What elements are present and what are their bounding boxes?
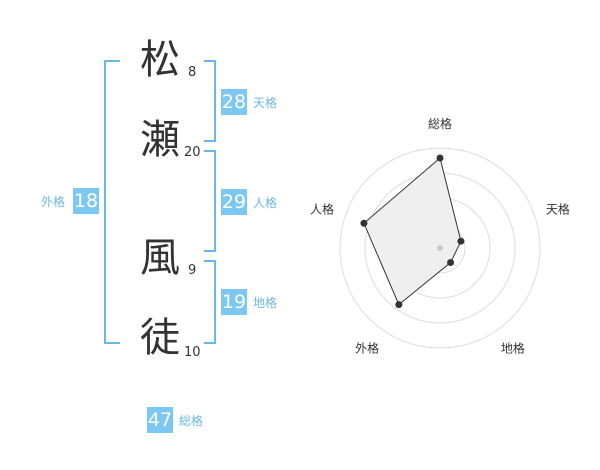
stroke-count-2: 20 [184,145,201,160]
jinkaku-label: 人格 [253,196,278,210]
radar-axis-label: 人格 [310,202,334,217]
stroke-count-1: 8 [188,65,197,80]
radar-axis-label: 総格 [428,116,452,131]
radar-area [363,157,462,306]
chikaku-bracket [204,260,216,344]
radar-points [360,154,465,309]
stroke-count-3: 9 [188,263,197,278]
chikaku-label: 地格 [253,296,278,310]
soukaku-value: 47 [147,407,173,433]
name-char-4: 徒 [140,315,180,361]
radar-point [457,237,465,245]
stroke-count-4: 10 [184,345,201,360]
name-char-2: 瀬 [140,117,180,163]
soukaku-label: 総格 [179,414,204,428]
tenkaku-bracket [204,60,216,142]
name-char-3: 風 [140,235,180,281]
gaikaku-bracket [104,60,120,344]
radar-axis-label: 外格 [355,340,379,355]
jinkaku-value: 29 [221,189,247,215]
radar-point [436,154,444,162]
jinkaku-bracket [204,150,216,252]
radar-center [437,245,443,251]
tenkaku-label: 天格 [253,96,278,110]
radar-axis-label: 地格 [501,340,525,355]
radar-point [447,259,455,267]
radar-point [360,219,368,227]
gaikaku-value: 18 [73,188,99,214]
radar-ring [339,147,541,349]
radar-axis-label: 天格 [546,202,570,217]
tenkaku-value: 28 [221,89,247,115]
name-char-1: 松 [140,37,180,83]
chikaku-value: 19 [221,289,247,315]
gaikaku-label: 外格 [41,195,66,209]
radar-point [395,301,403,309]
